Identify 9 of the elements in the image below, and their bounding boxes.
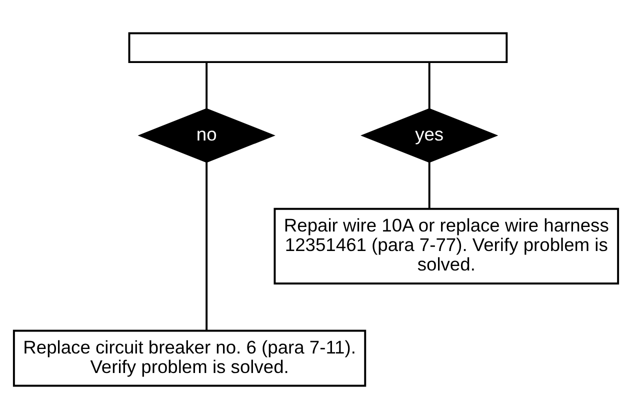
connector <box>206 162 208 330</box>
connector <box>428 62 430 110</box>
node-box <box>128 32 508 64</box>
node-box: Replace circuit breaker no. 6 (para 7-11). Verify problem is solved. <box>12 330 366 387</box>
node-box: Repair wire 10A or replace wire harness 12351461 (para 7-77). Verify problem is solved. <box>274 208 620 285</box>
connector <box>428 162 430 209</box>
node-diamond: yes <box>360 108 498 163</box>
connector <box>206 62 208 110</box>
node-diamond: no <box>138 108 276 163</box>
